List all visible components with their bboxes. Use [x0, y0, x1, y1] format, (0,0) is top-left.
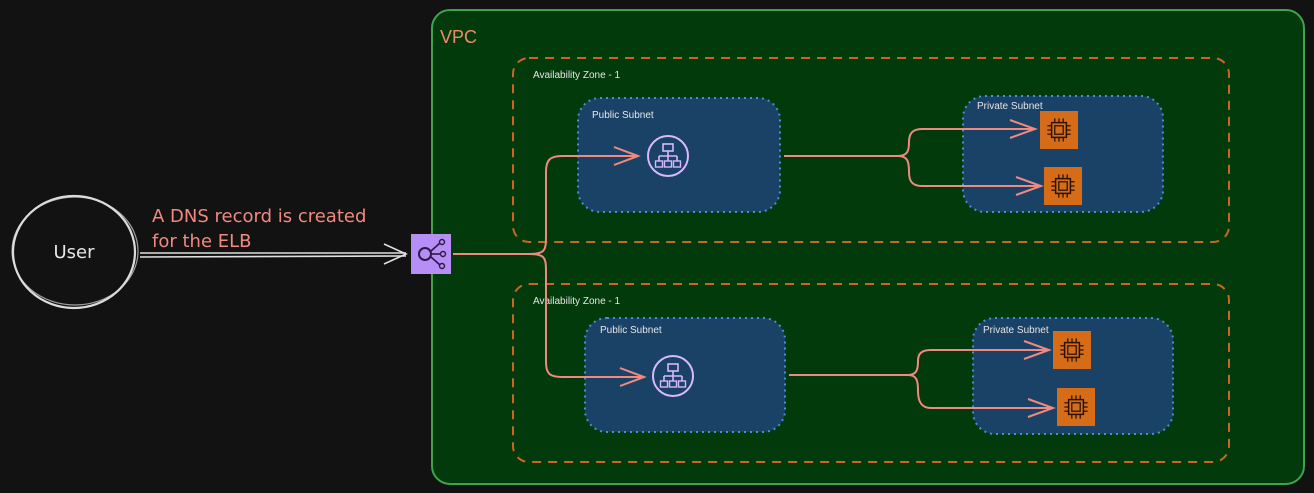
- ec2-instance-icon[interactable]: [1044, 167, 1082, 205]
- user-to-elb-arrow: [139, 243, 408, 265]
- zone1-fanout-arrows: [784, 119, 1044, 196]
- dns-note-line1: A DNS record is created: [152, 206, 366, 227]
- zone2-fanout-arrows: [789, 340, 1056, 418]
- vpc-container: VPC: [431, 9, 1305, 485]
- ec2-instance-icon[interactable]: [1053, 331, 1091, 369]
- private-subnet-2: Private Subnet: [972, 317, 1174, 435]
- availability-zone-1: Availability Zone - 1: [512, 57, 1230, 243]
- vpc-label: VPC: [440, 27, 477, 47]
- elb-to-subnets-arrows: [453, 146, 647, 387]
- ec2-instance-icon[interactable]: [1057, 388, 1095, 426]
- user-label: User: [53, 242, 95, 263]
- availability-zone-2: Availability Zone - 1: [512, 283, 1230, 463]
- public-subnet-2: Public Subnet: [584, 317, 786, 433]
- public-subnet-label: Public Subnet: [592, 110, 654, 121]
- public-subnet-label: Public Subnet: [600, 325, 662, 336]
- elastic-load-balancer-icon[interactable]: [411, 234, 451, 274]
- zone-label: Availability Zone - 1: [533, 70, 621, 81]
- public-subnet-1: Public Subnet: [577, 97, 781, 213]
- private-subnet-label: Private Subnet: [977, 101, 1043, 112]
- zone-label: Availability Zone - 1: [533, 296, 621, 307]
- private-subnet-1: Private Subnet: [962, 95, 1164, 213]
- private-subnet-label: Private Subnet: [983, 325, 1049, 336]
- user-node[interactable]: User: [11, 194, 139, 310]
- dns-note-line2: for the ELB: [152, 231, 251, 252]
- ec2-instance-icon[interactable]: [1040, 111, 1078, 149]
